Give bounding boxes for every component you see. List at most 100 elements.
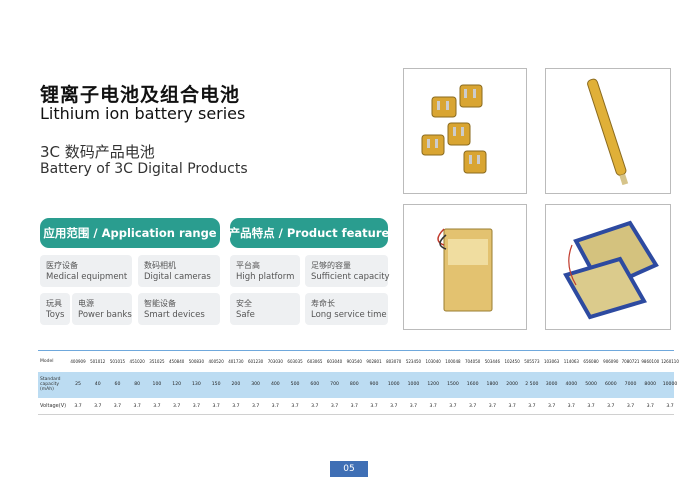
application-item-en: Digital cameras	[144, 272, 211, 282]
application-item-en: Medical equipment	[46, 272, 128, 282]
capacity-cell: 300	[251, 382, 260, 387]
application-item-cn: 玩具	[46, 299, 62, 308]
model-cell: 603040	[326, 359, 343, 364]
voltage-cell: 3.7	[311, 404, 319, 409]
model-cell: 501015	[109, 359, 126, 364]
capacity-cell: 2000	[506, 382, 518, 387]
photo-flat-pack-battery	[545, 204, 671, 330]
capacity-cell: 200	[231, 382, 241, 387]
model-cell: 902801	[366, 359, 382, 364]
voltage-cell: 3.7	[587, 404, 595, 409]
voltage-cell: 3.7	[449, 404, 457, 409]
model-cell: 451020	[129, 359, 145, 364]
capacity-cell: 80	[134, 382, 141, 387]
model-cell: 400520	[208, 359, 224, 364]
application-item: 医疗设备 Medical equipment	[40, 255, 132, 287]
model-cell: 114063	[563, 359, 579, 364]
voltage-cell: 3.7	[350, 404, 358, 409]
model-cell: 103040	[425, 359, 441, 364]
capacity-cell: 8000	[644, 382, 657, 387]
photo-cylindrical-battery	[545, 68, 671, 194]
feature-item-en: Sufficient capacity	[311, 272, 390, 282]
pouch-battery-icon	[437, 228, 493, 312]
capacity-cell: 900	[369, 382, 379, 387]
feature-item: 安全 Safe	[230, 293, 300, 325]
capacity-cell: 120	[172, 382, 182, 387]
capacity-cell: 100	[152, 382, 162, 387]
capacity-cell: 60	[114, 382, 121, 387]
voltage-cell: 3.7	[469, 404, 477, 409]
capacity-cell: 130	[192, 382, 201, 387]
voltage-cell: 3.7	[607, 404, 615, 409]
voltage-cell: 3.7	[153, 404, 161, 409]
model-cell: 401730	[228, 359, 244, 364]
table-top-rule	[38, 350, 674, 351]
model-cell: 1260110	[661, 359, 679, 364]
voltage-label: Voltage(V)	[40, 403, 67, 409]
capacity-cell: 6000	[604, 382, 617, 387]
voltage-cell: 3.7	[251, 404, 260, 409]
feature-item-cn: 平台高	[236, 261, 260, 270]
model-cell: 903540	[346, 359, 362, 364]
application-item-en: Power banks	[78, 310, 132, 320]
feature-item: 寿命长 Long service time	[305, 293, 388, 325]
capacity-cell: 700	[330, 382, 339, 387]
model-cell: 656080	[583, 359, 599, 364]
voltage-cell: 3.7	[370, 404, 378, 409]
feature-item-en: Long service time	[311, 310, 387, 320]
feature-item-cn: 安全	[236, 299, 252, 308]
flat-pack-battery-icon	[563, 220, 659, 320]
square-battery-icon	[421, 84, 487, 174]
capacity-cell: 1000	[387, 382, 400, 387]
voltage-cell: 3.7	[94, 404, 102, 409]
voltage-cell: 3.7	[173, 404, 181, 409]
model-cell: 351025	[149, 359, 165, 364]
model-cell: 103063	[543, 359, 560, 364]
voltage-cell: 3.7	[133, 404, 141, 409]
capacity-cell: 1500	[447, 382, 459, 387]
feature-item-cn: 足够的容量	[311, 261, 351, 270]
voltage-cell: 3.7	[528, 404, 536, 409]
capacity-cell: 40	[94, 382, 101, 387]
application-item: 数码相机 Digital cameras	[138, 255, 220, 287]
voltage-cell: 3.7	[646, 404, 654, 409]
feature-item-en: Safe	[236, 310, 255, 320]
voltage-cell: 3.7	[291, 404, 299, 409]
application-item-en: Smart devices	[144, 310, 205, 320]
cylindrical-battery-icon	[587, 78, 629, 186]
model-cell: 7080721	[621, 359, 640, 364]
application-item: 智能设备 Smart devices	[138, 293, 220, 325]
voltage-cell: 3.7	[390, 404, 398, 409]
page-number-badge: 05	[330, 461, 368, 477]
model-cell: 450840	[169, 359, 185, 364]
voltage-cell: 3.7	[547, 404, 556, 409]
capacity-cell: 3000	[545, 382, 558, 387]
capacity-cell: 1000	[407, 382, 420, 387]
model-cell: 505573	[524, 359, 540, 364]
capacity-label: Standard capacity (mAh)	[40, 377, 61, 392]
capacity-cell: 7000	[624, 382, 637, 387]
voltage-cell: 3.7	[488, 404, 497, 409]
voltage-cell: 3.7	[508, 404, 516, 409]
voltage-cell: 3.7	[212, 404, 220, 409]
voltage-cell: 3.7	[429, 404, 437, 409]
subtitle-cn: 3C 数码产品电池	[40, 143, 155, 161]
product-feature-banner: 产品特点 / Product feature	[229, 218, 389, 248]
photo-square-batteries	[403, 68, 527, 194]
model-cell: 501012	[90, 359, 106, 364]
voltage-cell: 3.7	[192, 404, 201, 409]
voltage-row: Voltage(V) 3.7 3.7 3.7 3.7 3.7 3.7 3.7 3.7 3.7 3.…	[38, 401, 674, 413]
feature-item: 足够的容量 Sufficient capacity	[305, 255, 390, 287]
model-cell: 500830	[188, 359, 205, 364]
feature-item-en: High platform	[236, 272, 295, 282]
page-title-en: Lithium ion battery series	[40, 104, 246, 123]
capacity-cell: 2 500	[525, 382, 539, 387]
capacity-cell: 10000	[662, 382, 678, 387]
voltage-cell: 3.7	[113, 404, 122, 409]
voltage-cell: 3.7	[74, 404, 82, 409]
application-item: 电源 Power banks	[72, 293, 132, 325]
feature-item: 平台高 High platform	[230, 255, 300, 287]
voltage-cell: 3.7	[409, 404, 418, 409]
model-cell: 906090	[603, 359, 619, 364]
